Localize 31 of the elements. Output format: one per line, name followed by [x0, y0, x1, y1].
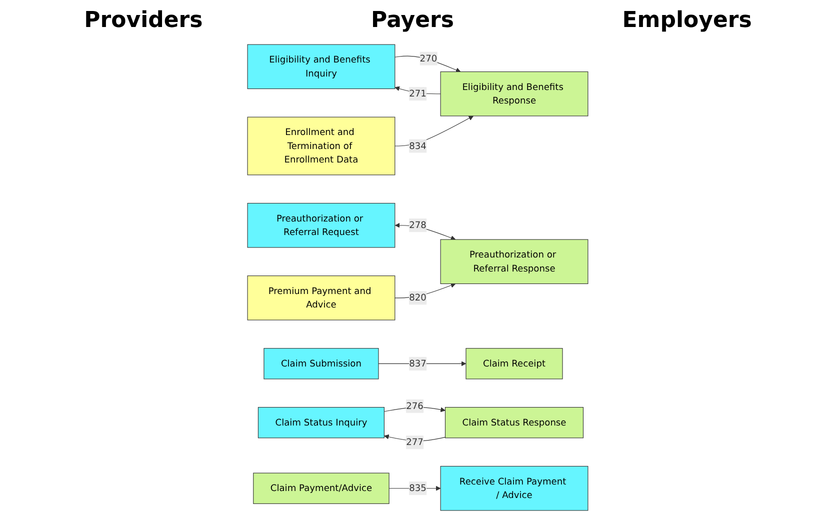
edge-label: 834: [409, 140, 427, 152]
node-box: Claim Status Response: [445, 407, 584, 438]
edge-label: 276: [406, 400, 424, 412]
column-heading: Providers: [84, 8, 203, 32]
arrow: [394, 56, 461, 72]
edge-label: 278: [409, 220, 427, 230]
edge-label: 837: [409, 358, 427, 369]
arrow: [395, 222, 456, 240]
node-box: Preauthorization or Referral Response: [440, 239, 588, 284]
edge-label: 277: [406, 436, 424, 448]
node-box: Preauthorization or Referral Request: [248, 202, 396, 248]
column-heading: Employers: [622, 8, 752, 32]
node-box: Claim Payment/Advice: [253, 472, 390, 504]
edge-label: 271: [409, 88, 427, 99]
node-box: Claim Submission: [264, 348, 380, 380]
arrow: [394, 86, 442, 94]
column-heading: Payers: [371, 8, 454, 32]
node-box: Receive Claim Payment / Advice: [440, 466, 588, 511]
edge-label: 270: [420, 52, 438, 64]
arrow: [394, 116, 474, 146]
node-box: Eligibility and Benefits Response: [440, 71, 588, 116]
node-box: Claim Status Inquiry: [258, 407, 385, 438]
node-box: Eligibility and Benefits Inquiry: [248, 44, 396, 90]
node-box: Premium Payment and Advice: [248, 276, 396, 320]
node-box: Claim Receipt: [466, 348, 564, 380]
edge-label: 820: [409, 292, 427, 304]
arrow: [384, 407, 446, 412]
node-box: Enrollment and Termination of Enrollment Data: [248, 116, 396, 176]
arrow: [378, 361, 466, 366]
edge-label: 835: [409, 482, 427, 494]
arrow: [384, 434, 446, 442]
